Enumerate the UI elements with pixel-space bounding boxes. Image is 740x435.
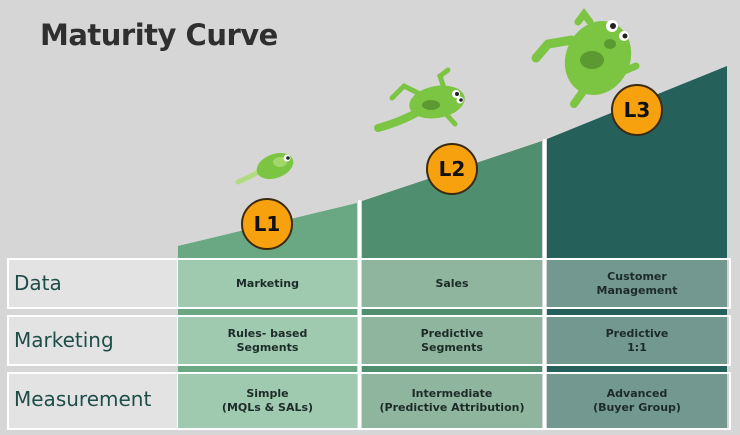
cell-marketing-l3: Predictive 1:1 (605, 326, 669, 354)
tadpole-icon (235, 152, 294, 185)
level-1-badge: L1 (241, 198, 293, 250)
level-2-badge: L2 (426, 143, 478, 195)
cell-data-l3: Customer Management (596, 269, 678, 297)
row-band-data (7, 258, 731, 309)
row-band-measurement (7, 372, 731, 430)
cell-data-l1: Marketing (235, 276, 299, 290)
cell-measurement-l2: Intermediate (Predictive Attribution) (379, 387, 525, 414)
page-title: Maturity Curve (40, 18, 278, 52)
row-label-marketing: Marketing (14, 328, 114, 352)
cell-data-l2: Sales (435, 276, 469, 290)
level-3-badge: L3 (611, 84, 663, 136)
frog-icon (531, 8, 640, 108)
cell-measurement-l3: Advanced (Buyer Group) (593, 387, 681, 414)
cell-marketing-l1: Rules- based Segments (227, 326, 308, 354)
cell-measurement-l1: Simple (MQLs & SALs) (221, 387, 314, 414)
row-label-measurement: Measurement (14, 387, 152, 411)
row-label-data: Data (14, 271, 62, 295)
froglet-icon (374, 67, 465, 132)
row-band-marketing (7, 315, 731, 366)
cell-marketing-l2: Predictive Segments (420, 326, 484, 354)
